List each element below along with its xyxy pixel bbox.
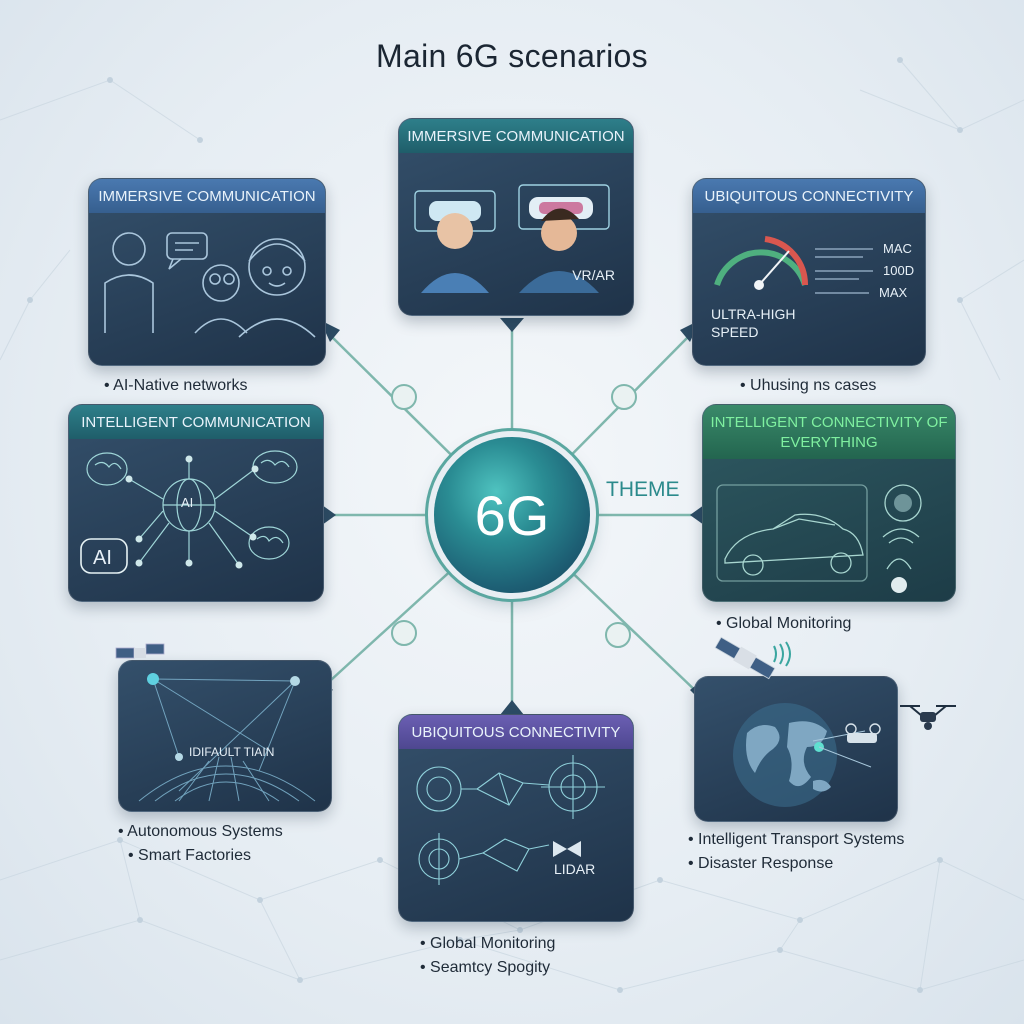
satellite-icon [714, 636, 776, 680]
card-heading: INTELLIGENT COMMUNICATION [69, 405, 323, 439]
bullet-item: Disaster Response [688, 852, 904, 876]
card-intelligent-connectivity: INTELLIGENT CONNECTIVITY OF EVERYTHING [702, 404, 956, 602]
card-illustration: IDIFAULT TIAIN [119, 661, 331, 811]
bullet-item: Global Monitoring [716, 612, 851, 636]
bullets-top-right: Uhusing ns cases [740, 374, 876, 398]
bullet-item: Seamtcy Spogity [420, 956, 555, 980]
card-immersive-communication-center: IMMERSIVE COMMUNICATION VR/AR [398, 118, 634, 316]
speed-label-100d: 100D [883, 263, 915, 278]
card-illustration: MAC 100D MAX ULTRA-HIGH SPEED [693, 213, 925, 343]
ai-globe-label: AI [181, 495, 194, 510]
ai-box-label: AI [93, 547, 112, 569]
ultra-high-speed-label: ULTRA-HIGH SPEED [711, 306, 796, 340]
bullet-item: Global Monitoring [420, 932, 555, 956]
bullets-bottom-right: Intelligent Transport Systems Disaster R… [688, 828, 904, 876]
hub-6g: 6G [434, 437, 590, 593]
card-illustration [703, 459, 955, 601]
hub-label: 6G [474, 483, 550, 547]
bullet-item: Intelligent Transport Systems [688, 828, 904, 852]
signal-icon [773, 641, 791, 667]
lidar-label: LIDAR [554, 861, 596, 877]
card-global-monitoring [694, 676, 898, 822]
card-heading: UBIQUITOUS CONNECTIVITY [399, 715, 633, 749]
bullets-top-left: AI-Native networks [104, 374, 247, 398]
connector-node-top-right [611, 384, 637, 410]
bullets-bottom-left: Autonomous Systems Smart Factories [118, 820, 283, 868]
card-heading: IMMERSIVE COMMUNICATION [399, 119, 633, 153]
card-immersive-communication-left: IMMERSIVE COMMUNICATION [88, 178, 326, 366]
card-autonomous-systems: IDIFAULT TIAIN [118, 660, 332, 812]
page-title: Main 6G scenarios [376, 38, 648, 74]
satellite-icon [115, 643, 165, 659]
speed-label-max: MAX [879, 285, 908, 300]
card-illustration [89, 213, 325, 343]
theme-label: THEME [606, 478, 680, 501]
bullet-item: Smart Factories [118, 844, 283, 868]
bullet-item: Autonomous Systems [118, 820, 283, 844]
card-heading: INTELLIGENT CONNECTIVITY OF EVERYTHING [703, 405, 955, 459]
card-illustration: AI AI [69, 439, 323, 583]
card-intelligent-communication: INTELLIGENT COMMUNICATION [68, 404, 324, 602]
drone-icon [900, 705, 956, 730]
card-ubiquitous-connectivity-right: UBIQUITOUS CONNECTIVITY MAC 100D MAX ULT… [692, 178, 926, 366]
connector-node-bottom-right [605, 622, 631, 648]
vr-ar-label: VR/AR [572, 267, 615, 283]
bullets-mid-right: Global Monitoring [716, 612, 851, 636]
bullet-item: Uhusing ns cases [740, 374, 876, 398]
card-illustration: LIDAR [399, 749, 633, 899]
bullet-item: AI-Native networks [104, 374, 247, 398]
card-ubiquitous-connectivity-bottom: UBIQUITOUS CONNECTIVITY LIDAR [398, 714, 634, 922]
card-illustration: VR/AR [399, 153, 633, 293]
card-heading: IMMERSIVE COMMUNICATION [89, 179, 325, 213]
connector-node-top-left [391, 384, 417, 410]
connector-node-bottom-left [391, 620, 417, 646]
bullets-bottom-center: Global Monitoring Seamtcy Spogity [420, 932, 555, 980]
card-heading: UBIQUITOUS CONNECTIVITY [693, 179, 925, 213]
speed-label-mac: MAC [883, 241, 912, 256]
digital-twin-label: IDIFAULT TIAIN [189, 745, 275, 759]
card-illustration [695, 677, 897, 821]
